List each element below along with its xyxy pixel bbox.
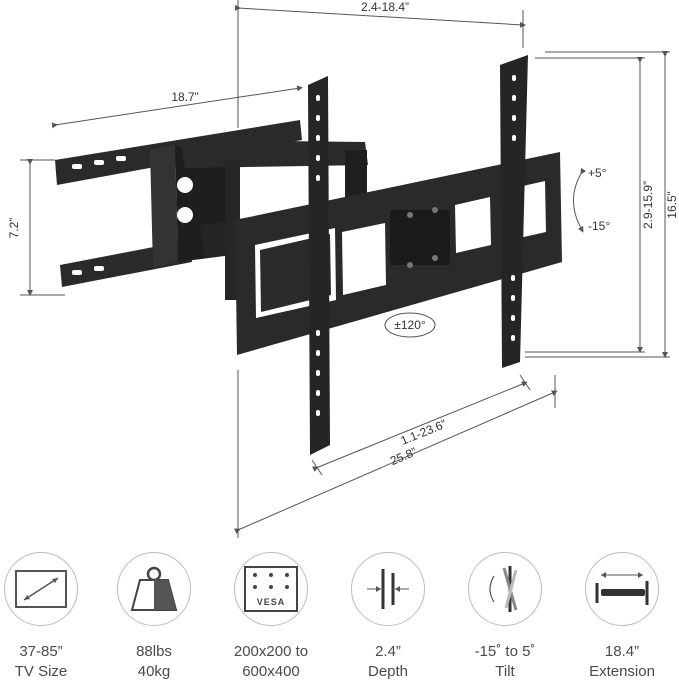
spec-tilt-caption: Tilt: [495, 663, 515, 680]
vesa-icon-label: VESA: [257, 597, 286, 607]
vesa-icon: VESA: [234, 552, 308, 626]
tilt-icon: [468, 552, 542, 626]
horizontal-adjust-label: 1.1-23.6”: [399, 417, 449, 448]
spec-depth-value: 2.4”: [375, 643, 401, 660]
tv-size-icon: [4, 552, 78, 626]
arm-length-label: 18.7”: [171, 90, 198, 104]
spec-depth-caption: Depth: [367, 663, 409, 680]
spec-tv-size-value: 37-85”: [19, 643, 63, 660]
plate-height-label: 7.2”: [7, 218, 21, 239]
rotation-label: ±120°: [394, 318, 426, 332]
spec-vesa-value: 200x200 to: [233, 643, 309, 660]
spec-vesa: VESA 200x200 to 600x400: [218, 552, 324, 682]
tilt-down-label: -15°: [588, 219, 610, 233]
weight-icon: [117, 552, 191, 626]
extension-icon: [585, 552, 659, 626]
overall-height-label: 16.5”: [665, 191, 679, 218]
spec-tilt: -15˚ to 5˚ Tilt: [452, 552, 558, 682]
spec-weight-value: 88lbs: [136, 643, 172, 660]
spec-extension-caption: Extension: [589, 663, 655, 680]
tilt-up-label: +5°: [588, 166, 607, 180]
spec-depth: 2.4” Depth: [335, 552, 441, 682]
depth-range-label: 2.4-18.4”: [361, 0, 409, 14]
depth-icon: [351, 552, 425, 626]
vertical-adjust-label: 2.9-15.9”: [641, 181, 655, 229]
overall-width-label: 25.8”: [388, 445, 419, 469]
spec-tilt-value: -15˚ to 5˚: [474, 643, 536, 660]
spec-weight: 88lbs 40kg: [101, 552, 207, 682]
spec-tv-size-caption: TV Size: [14, 663, 68, 680]
vertical-rails: [308, 55, 528, 455]
spec-weight-caption: 40kg: [137, 663, 171, 680]
mount-diagram: 2.4-18.4” 18.7” 7.2” 2.9-15.9” 16.5” +5°…: [7, 0, 679, 538]
spec-extension: 18.4” Extension: [569, 552, 675, 682]
spec-extension-value: 18.4”: [604, 643, 640, 660]
spec-vesa-caption: 600x400: [242, 663, 300, 680]
spec-tv-size: 37-85” TV Size: [0, 552, 94, 682]
